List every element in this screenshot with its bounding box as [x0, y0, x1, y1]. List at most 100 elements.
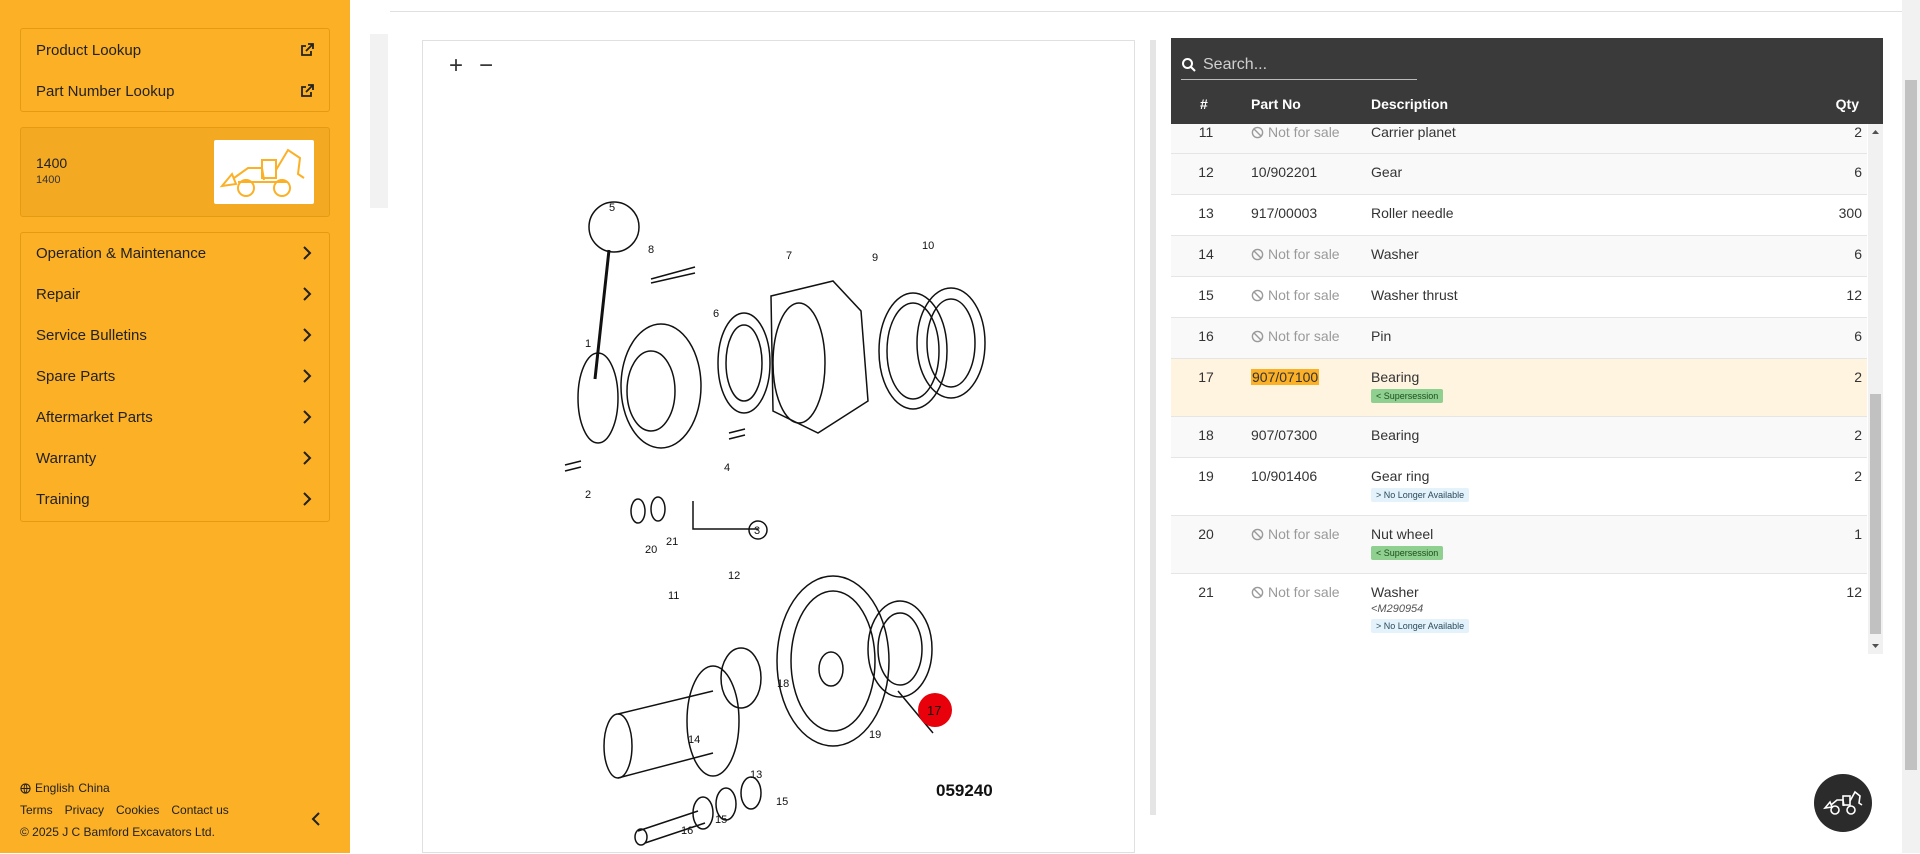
description: Gear ring > No Longer Available [1371, 468, 1470, 502]
part-number-text: Not for sale [1268, 584, 1340, 600]
table-row[interactable]: 20 Not for sale Nut wheel< Supersession … [1171, 516, 1867, 574]
table-row-selected[interactable]: 17 907/07100 Bearing< Supersession 2 [1171, 359, 1867, 417]
terms-link[interactable]: Terms [20, 803, 53, 817]
part-number[interactable]: 907/07300 [1251, 427, 1318, 443]
part-number[interactable]: 917/00003 [1251, 205, 1318, 221]
part-number-text: Not for sale [1268, 246, 1340, 262]
table-scrollbar[interactable] [1868, 124, 1883, 654]
row-number: 13 [1198, 205, 1214, 221]
table-row[interactable]: 16 Not for sale Pin 6 [1171, 318, 1867, 359]
not-for-sale-icon [1251, 330, 1264, 342]
no-longer-available-badge[interactable]: > No Longer Available [1371, 619, 1470, 633]
description: Gear [1371, 164, 1403, 180]
exploded-diagram-panel[interactable]: + − [422, 40, 1135, 853]
selected-callout-marker[interactable]: 17 [918, 693, 952, 727]
superseded-note[interactable]: <M290954 [1371, 603, 1424, 615]
scroll-up-arrow-icon[interactable] [1868, 126, 1883, 138]
part-number-lookup-link[interactable]: Part Number Lookup [21, 71, 329, 111]
supersession-badge[interactable]: < Supersession [1371, 546, 1444, 560]
callout-label: 2 [585, 489, 591, 501]
description-text: Gear ring [1371, 468, 1430, 484]
product-lookup-link[interactable]: Product Lookup [21, 30, 329, 70]
part-number: Not for sale [1251, 584, 1340, 600]
callout-label: 8 [648, 244, 654, 256]
page-scrollbar-thumb[interactable] [1905, 80, 1917, 770]
part-number: Not for sale [1251, 246, 1340, 262]
nav-label: Operation & Maintenance [36, 244, 207, 262]
callout-label: 5 [609, 202, 615, 214]
table-row[interactable]: 18 907/07300 Bearing 2 [1171, 417, 1867, 458]
row-number: 15 [1198, 287, 1214, 303]
table-row[interactable]: 12 10/902201 Gear 6 [1171, 154, 1867, 195]
supersession-badge[interactable]: < Supersession [1371, 389, 1444, 403]
quantity: 2 [1854, 468, 1862, 484]
row-number: 18 [1198, 427, 1214, 443]
table-row[interactable]: 15 Not for sale Washer thrust 12 [1171, 277, 1867, 318]
main-nav: Operation & Maintenance Repair Service B… [20, 232, 330, 522]
zoom-out-button[interactable]: − [478, 52, 493, 79]
description: Carrier planet [1371, 124, 1456, 140]
callout-label: 16 [681, 825, 693, 837]
privacy-link[interactable]: Privacy [64, 803, 105, 817]
description: Roller needle [1371, 205, 1454, 221]
zoom-in-button[interactable]: + [448, 52, 463, 79]
nav-aftermarket-parts[interactable]: Aftermarket Parts [21, 397, 329, 437]
panel-divider[interactable] [1150, 40, 1156, 815]
language-selector[interactable]: English China [20, 781, 110, 795]
search-icon [1182, 57, 1196, 72]
chevron-right-icon [303, 451, 312, 465]
scroll-down-arrow-icon[interactable] [1868, 640, 1883, 652]
search-input[interactable] [1203, 55, 1413, 74]
part-number[interactable]: 907/07100 [1251, 369, 1320, 385]
page-scrollbar[interactable] [1902, 0, 1920, 853]
nav-spare-parts[interactable]: Spare Parts [21, 356, 329, 396]
no-longer-available-badge[interactable]: > No Longer Available [1371, 488, 1470, 502]
description-text: Nut wheel [1371, 526, 1434, 542]
column-header-qty[interactable]: Qty [1835, 96, 1859, 112]
machine-card[interactable]: 1400 1400 [20, 127, 330, 217]
nav-operation-maintenance[interactable]: Operation & Maintenance [21, 233, 329, 273]
nav-label: Repair [36, 285, 81, 303]
callout-label: 4 [724, 462, 730, 474]
description: Bearing [1371, 427, 1420, 443]
part-number[interactable]: 10/901406 [1251, 468, 1318, 484]
part-number[interactable]: 10/902201 [1251, 164, 1318, 180]
table-scrollbar-thumb[interactable] [1870, 394, 1881, 634]
quantity: 2 [1854, 369, 1862, 385]
not-for-sale-icon [1251, 289, 1264, 301]
nav-service-bulletins[interactable]: Service Bulletins [21, 315, 329, 355]
column-header-description[interactable]: Description [1371, 96, 1449, 112]
column-header-part-no[interactable]: Part No [1251, 96, 1301, 112]
callout-label: 18 [777, 678, 789, 690]
table-row[interactable]: 14 Not for sale Washer 6 [1171, 236, 1867, 277]
part-number-text: Not for sale [1268, 328, 1340, 344]
part-number-text: Not for sale [1268, 124, 1340, 140]
quantity: 6 [1854, 164, 1862, 180]
table-row[interactable]: 21 Not for sale Washer<M290954> No Longe… [1171, 574, 1867, 652]
contact-us-link[interactable]: Contact us [171, 803, 229, 817]
table-row[interactable]: 13 917/00003 Roller needle 300 [1171, 195, 1867, 236]
row-number: 14 [1198, 246, 1214, 262]
not-for-sale-icon [1251, 528, 1264, 540]
nav-label: Service Bulletins [36, 326, 147, 344]
chevron-left-icon [311, 812, 320, 826]
callout-label: 19 [869, 729, 881, 741]
cookies-link[interactable]: Cookies [116, 803, 160, 817]
nav-training[interactable]: Training [21, 479, 329, 519]
nav-repair[interactable]: Repair [21, 274, 329, 314]
exploded-parts-drawing: 5 8 7 10 9 6 1 4 3 2 20 21 11 12 18 19 1… [564, 201, 993, 846]
chevron-right-icon [303, 328, 312, 342]
nav-warranty[interactable]: Warranty [21, 438, 329, 478]
callout-label: 10 [922, 240, 934, 252]
collapse-sidebar-button[interactable] [306, 809, 326, 829]
machine-assistant-button[interactable] [1814, 774, 1872, 832]
table-row[interactable]: 11 Not for sale Carrier planet 2 [1171, 124, 1867, 154]
part-number: Not for sale [1251, 328, 1340, 344]
table-row[interactable]: 19 10/901406 Gear ring> No Longer Availa… [1171, 458, 1867, 516]
copyright: © 2025 J C Bamford Excavators Ltd. [20, 825, 215, 839]
column-header-num[interactable]: # [1200, 96, 1208, 112]
row-number: 21 [1198, 584, 1214, 600]
part-number-text: Not for sale [1268, 526, 1340, 542]
chevron-right-icon [303, 369, 312, 383]
nav-label: Warranty [36, 449, 97, 467]
